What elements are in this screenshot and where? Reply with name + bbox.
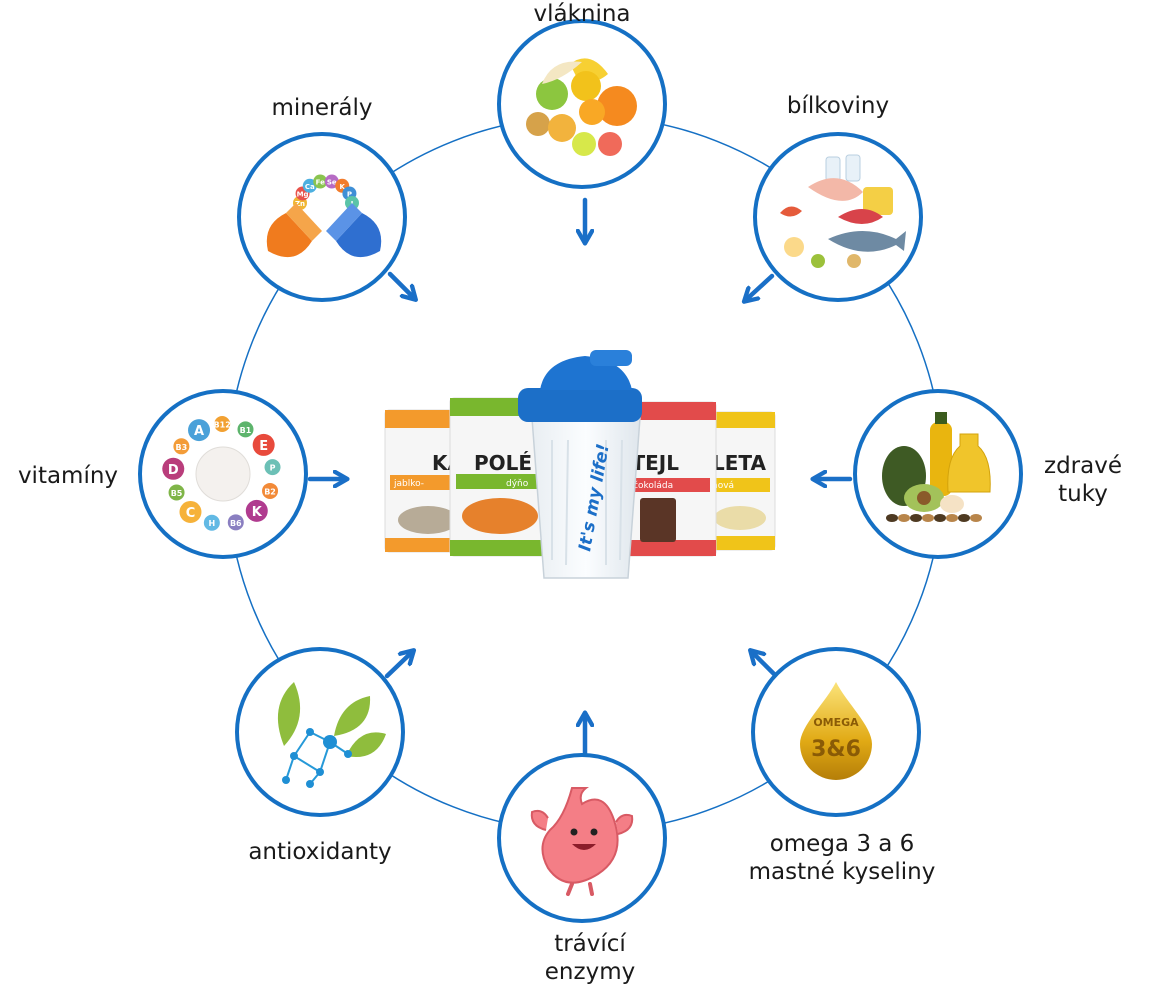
vitamin-label: H bbox=[208, 519, 215, 528]
arrow-bilkoviny bbox=[748, 273, 775, 298]
vitamin-label: C bbox=[186, 506, 196, 521]
pack-sub-oatmeal: jablko- bbox=[393, 479, 424, 489]
label-vlaknina: vláknina bbox=[472, 0, 692, 28]
mineral-label: Se bbox=[327, 179, 337, 187]
omega-drop-icon: OMEGA 3&6 bbox=[800, 682, 872, 780]
label-line: bílkoviny bbox=[786, 93, 890, 119]
vitamin-label: P bbox=[270, 464, 276, 473]
circle-antioxidanty bbox=[235, 647, 405, 817]
node-travici-enzymy bbox=[497, 718, 667, 923]
label-line: tuky bbox=[1058, 481, 1108, 507]
leaf-molecule-icon bbox=[277, 682, 386, 788]
pack-sub-cocktail: ní čokoláda bbox=[622, 480, 673, 491]
vitamin-label: B12 bbox=[214, 421, 231, 430]
mineral-label: Mg bbox=[297, 190, 309, 198]
pack-sub-soup: dýňo bbox=[506, 478, 529, 489]
vitamin-label: E bbox=[259, 439, 268, 454]
label-line: mastné kyseliny bbox=[748, 859, 936, 885]
mineral-label: K bbox=[339, 183, 345, 191]
label-line: omega 3 a 6 bbox=[769, 831, 915, 857]
node-vlaknina bbox=[497, 19, 667, 238]
label-line: zdravé bbox=[1044, 453, 1122, 479]
label-vitaminy: vitamíny bbox=[0, 462, 178, 490]
protein-food-icon bbox=[780, 154, 906, 268]
node-zdrave-tuky bbox=[818, 389, 1023, 559]
label-line: vláknina bbox=[533, 1, 631, 27]
arrow-mineraly bbox=[387, 271, 412, 296]
vitamin-label: B2 bbox=[264, 487, 276, 496]
omega-drop-number: 3&6 bbox=[811, 737, 861, 762]
vitamin-label: D bbox=[168, 463, 179, 478]
label-line: minerály bbox=[271, 95, 373, 121]
label-antioxidanty: antioxidanty bbox=[210, 838, 430, 866]
vitamin-label: B5 bbox=[171, 489, 183, 498]
label-line: trávící bbox=[554, 931, 626, 957]
label-line: enzymy bbox=[544, 959, 636, 985]
vitamin-label: B3 bbox=[176, 443, 188, 452]
arrow-antioxidanty bbox=[384, 654, 410, 679]
vitamin-label: B6 bbox=[230, 519, 242, 528]
vitamin-label: K bbox=[252, 505, 263, 520]
vitamin-label: B1 bbox=[240, 426, 252, 435]
pack-title-soup: POLÉ bbox=[474, 451, 532, 475]
pack-title-omelette: LETA bbox=[712, 451, 766, 475]
vitamin-label: A bbox=[194, 424, 204, 439]
label-line: antioxidanty bbox=[248, 839, 392, 865]
mineral-label: P bbox=[347, 190, 352, 198]
mineral-label: Zn bbox=[295, 200, 305, 208]
label-line: vitamíny bbox=[17, 463, 119, 489]
arrow-omega bbox=[754, 654, 779, 679]
mineral-label: Fe bbox=[316, 179, 325, 187]
omega-drop-label: OMEGA bbox=[813, 716, 859, 729]
label-mineraly: minerály bbox=[212, 94, 432, 122]
node-antioxidanty bbox=[235, 647, 410, 817]
label-bilkoviny: bílkoviny bbox=[728, 92, 948, 120]
healthy-fats-icon bbox=[882, 412, 991, 522]
center-products: KA jablko- LETA nová KTEJL n bbox=[384, 350, 776, 579]
circle-mineraly bbox=[237, 132, 407, 302]
capsule-icon: ZnMgCaFeSeKPI bbox=[266, 174, 382, 258]
node-omega: OMEGA 3&6 bbox=[753, 647, 921, 817]
mineral-label: Ca bbox=[305, 183, 315, 191]
fruit-icon bbox=[526, 58, 637, 156]
node-bilkoviny bbox=[748, 132, 923, 300]
shaker-bottle: It's my life! bbox=[518, 350, 642, 579]
pack-sub-omelette: nová bbox=[712, 481, 734, 491]
node-mineraly: ZnMgCaFeSeKPI bbox=[237, 132, 412, 302]
stomach-icon bbox=[530, 787, 634, 896]
